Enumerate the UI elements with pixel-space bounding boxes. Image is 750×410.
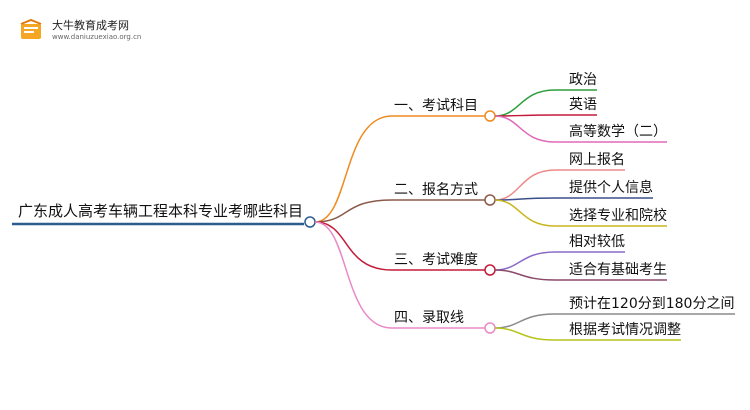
leaf-label: 预计在120分到180分之间 bbox=[569, 296, 734, 312]
leaf-connector bbox=[494, 169, 556, 201]
leaf-label: 高等数学（二） bbox=[569, 123, 667, 140]
logo-title: 大牛教育成考网 bbox=[52, 19, 129, 32]
leaf-label: 提供个人信息 bbox=[569, 179, 653, 196]
leaf-connector bbox=[494, 269, 556, 281]
book-icon bbox=[20, 18, 42, 39]
leaf-connector bbox=[494, 251, 556, 271]
root-label: 广东成人高考车辆工程本科专业考哪些科目 bbox=[18, 202, 303, 220]
logo-url: www.daniuzuexiao.org.cn bbox=[52, 33, 142, 41]
leaf-connector bbox=[494, 115, 556, 143]
leaf-label: 网上报名 bbox=[569, 152, 625, 168]
leaf-3-2: 适合有基础考生 bbox=[494, 261, 667, 281]
branch-node-circle bbox=[484, 194, 496, 206]
branch-connector bbox=[314, 221, 393, 329]
root-node: 广东成人高考车辆工程本科专业考哪些科目 bbox=[12, 202, 316, 228]
branch-label: 二、报名方式 bbox=[394, 182, 478, 198]
branch-label: 三、考试难度 bbox=[394, 252, 478, 268]
leaf-3-1: 相对较低 bbox=[494, 234, 625, 271]
leaf-label: 选择专业和院校 bbox=[569, 207, 667, 224]
branch-connector bbox=[314, 221, 393, 271]
branch-connector bbox=[314, 115, 393, 223]
leaf-label: 适合有基础考生 bbox=[569, 261, 667, 278]
leaf-label: 相对较低 bbox=[569, 234, 625, 250]
branch-node-circle bbox=[484, 110, 496, 122]
branch-node-circle bbox=[484, 322, 496, 334]
branch-connector bbox=[314, 199, 393, 223]
leaf-connector bbox=[494, 199, 556, 227]
root-node-circle bbox=[304, 216, 316, 228]
leaf-connector bbox=[494, 327, 556, 341]
leaf-connector bbox=[494, 89, 556, 117]
leaf-1-2: 英语 bbox=[494, 96, 597, 117]
leaf-4-1: 预计在120分到180分之间 bbox=[494, 296, 735, 329]
branch-label: 一、考试科目 bbox=[394, 98, 478, 114]
branch-node-circle bbox=[484, 264, 496, 276]
leaf-2-3: 选择专业和院校 bbox=[494, 199, 667, 227]
leaf-2-1: 网上报名 bbox=[494, 152, 625, 201]
branch-label: 四、录取线 bbox=[394, 310, 464, 326]
leaf-label: 英语 bbox=[569, 96, 597, 113]
leaf-connector bbox=[494, 313, 556, 329]
leaf-label: 政治 bbox=[569, 72, 597, 88]
leaf-1-3: 高等数学（二） bbox=[494, 115, 667, 143]
leaf-2-2: 提供个人信息 bbox=[494, 179, 653, 201]
leaf-4-2: 根据考试情况调整 bbox=[494, 322, 681, 341]
site-logo: 大牛教育成考网 www.daniuzuexiao.org.cn bbox=[14, 14, 144, 48]
leaf-label: 根据考试情况调整 bbox=[569, 322, 681, 338]
